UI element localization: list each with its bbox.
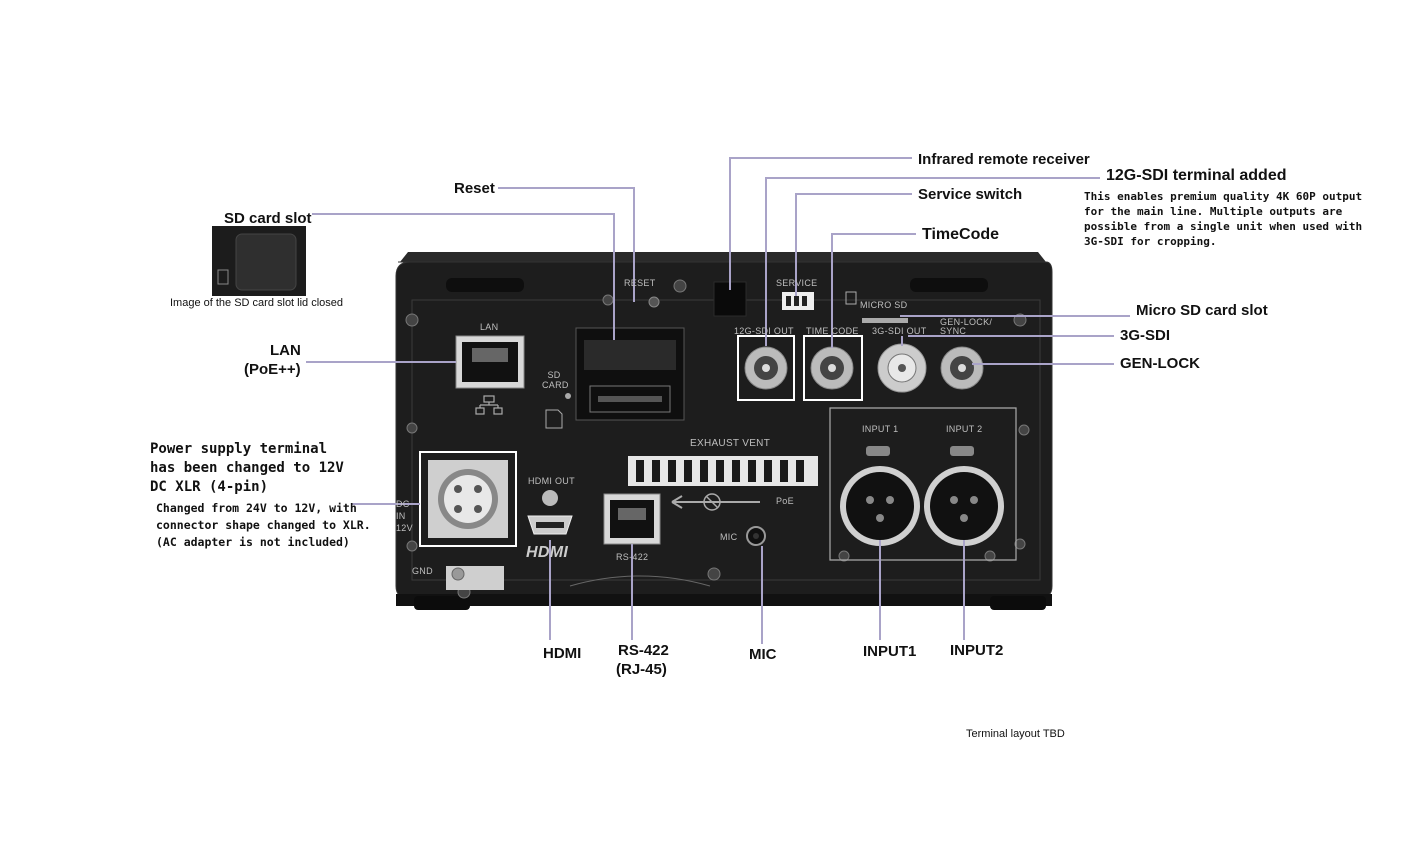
panel-timecode-text: TIME CODE [806,326,859,336]
label-rs422-sub: (RJ-45) [616,661,667,678]
label-infrared: Infrared remote receiver [918,151,1090,168]
panel-mic-text: MIC [720,532,738,542]
panel-hdmi-logo: HDMI [526,544,569,561]
footer-note: Terminal layout TBD [966,728,1065,740]
panel-microsd-text: MICRO SD [860,300,908,310]
panel-lan-text: LAN [480,322,499,332]
panel-poe-text: PoE [776,496,794,506]
panel-input2-text: INPUT 2 [946,424,983,434]
panel-service-text: SERVICE [776,278,818,288]
label-genlock: GEN-LOCK [1120,355,1200,372]
panel-exhaust-text: EXHAUST VENT [690,438,771,449]
panel-input1-text: INPUT 1 [862,424,899,434]
label-rs422: RS-422 [618,642,669,659]
label-micro-sd: Micro SD card slot [1136,302,1268,319]
label-power-desc: Changed from 24V to 12V, with connector … [156,501,371,549]
panel-dcin-text: DC IN 12V [396,499,413,533]
label-lan-sub: (PoE++) [244,361,301,378]
label-power-title: Power supply terminal has been changed t… [150,441,344,495]
label-hdmi: HDMI [543,645,582,662]
panel-hdmiout-text: HDMI OUT [528,476,575,486]
panel-sdcard-text: SD CARD [542,370,569,390]
panel-genlock-text: GEN-LOCK/ SYNC [940,317,993,336]
panel-12g-text: 12G-SDI OUT [734,326,794,336]
panel-3g-text: 3G-SDI OUT [872,326,927,336]
panel-rs422-text: RS-422 [616,552,649,562]
label-service-switch: Service switch [918,186,1023,203]
panel-reset-text: RESET [624,278,656,288]
label-input1: INPUT1 [863,643,917,660]
label-timecode: TimeCode [922,226,1000,243]
label-sd-slot: SD card slot [224,210,312,227]
label-12g-sdi-desc: This enables premium quality 4K 60P outp… [1084,190,1363,248]
label-reset: Reset [454,180,495,197]
label-input2: INPUT2 [950,642,1004,659]
label-lan: LAN [270,342,301,359]
label-12g-sdi-title: 12G-SDI terminal added [1106,167,1287,184]
label-mic: MIC [749,646,777,663]
panel-gnd-text: GND [412,566,433,576]
label-3g-sdi: 3G-SDI [1120,327,1171,344]
label-sd-caption: Image of the SD card slot lid closed [170,297,344,309]
